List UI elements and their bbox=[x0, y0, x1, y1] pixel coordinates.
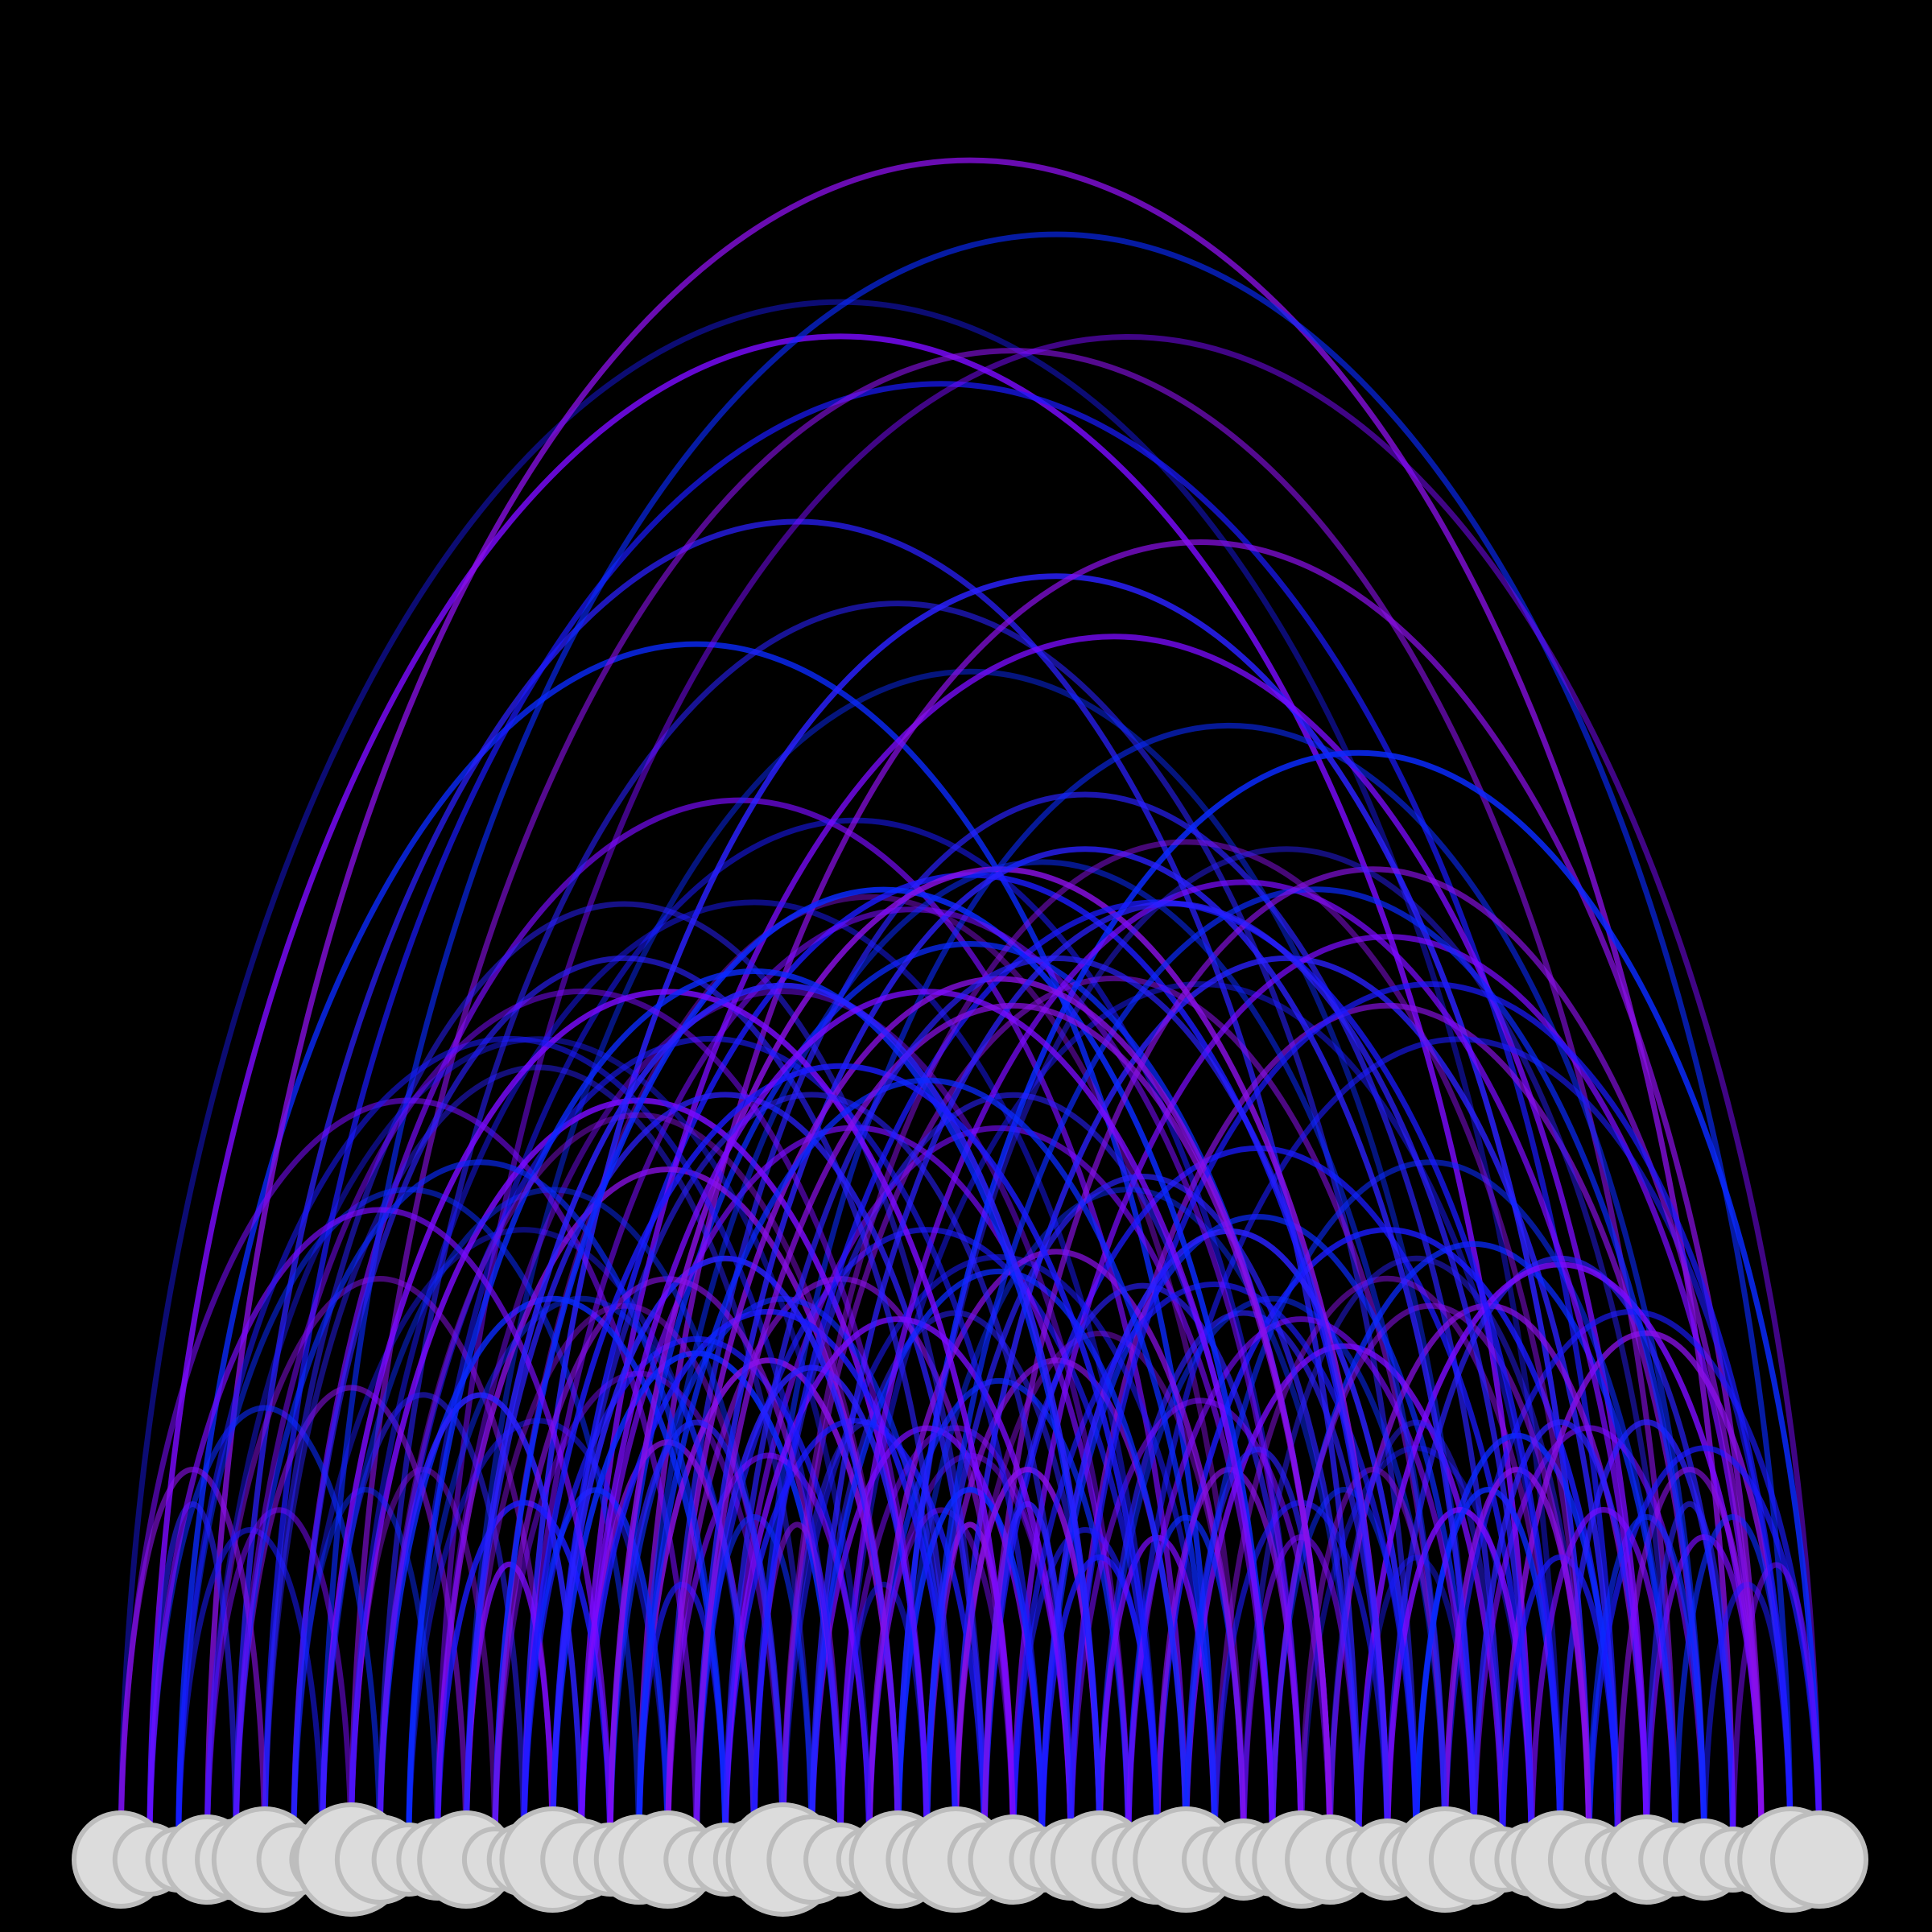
edge-arc bbox=[1183, 1343, 1506, 1860]
edge-arc bbox=[233, 1159, 729, 1860]
edge-arc bbox=[1125, 1315, 1477, 1860]
edge-arc bbox=[147, 1501, 239, 1860]
edge-arc bbox=[549, 1092, 1074, 1860]
edge-arc bbox=[1327, 1419, 1506, 1860]
edge-arc bbox=[866, 1248, 1247, 1860]
edge-arc bbox=[118, 299, 1563, 1860]
edge-arc bbox=[722, 955, 1391, 1860]
edge-arc bbox=[1010, 1282, 1419, 1860]
edge-arc bbox=[1067, 981, 1794, 1860]
edge-arc bbox=[291, 955, 959, 1860]
edge-arc bbox=[578, 988, 1276, 1860]
edge-arc bbox=[578, 1308, 959, 1860]
edge-arc bbox=[521, 1063, 1160, 1860]
edge-arc bbox=[722, 1315, 1074, 1860]
nodes-layer bbox=[72, 1802, 1868, 1917]
edge-arc bbox=[751, 899, 1563, 1860]
edges-layer bbox=[118, 160, 1823, 1860]
edge-arc bbox=[175, 1035, 844, 1860]
edge-arc bbox=[664, 1452, 873, 1860]
edge-arc bbox=[204, 1275, 555, 1860]
edge-arc bbox=[1643, 1501, 1736, 1860]
edge-arc bbox=[406, 1295, 758, 1860]
edge-arc bbox=[895, 846, 1678, 1860]
edge-arc bbox=[1269, 1302, 1592, 1860]
edge-arc bbox=[1096, 1310, 1391, 1860]
edge-arc bbox=[492, 886, 1276, 1860]
edge-arc bbox=[463, 668, 1477, 1860]
edge-arc bbox=[607, 1295, 959, 1860]
edge-arc bbox=[319, 231, 1794, 1860]
edge-arc bbox=[1010, 934, 1765, 1860]
edge-arc bbox=[780, 839, 1592, 1860]
edge-arc bbox=[204, 1507, 354, 1860]
edge-arc bbox=[348, 899, 1160, 1860]
edge-arc bbox=[233, 988, 930, 1860]
graph-node bbox=[1770, 1810, 1868, 1909]
edge-arc bbox=[693, 846, 1477, 1860]
edge-arc bbox=[118, 1467, 268, 1860]
edge-arc bbox=[722, 1125, 1276, 1860]
edge-arc bbox=[434, 333, 1823, 1860]
edge-arc bbox=[204, 1035, 873, 1860]
edge-arc bbox=[1730, 1561, 1823, 1860]
edge-arc bbox=[895, 749, 1823, 1860]
edge-arc bbox=[377, 1035, 1045, 1860]
